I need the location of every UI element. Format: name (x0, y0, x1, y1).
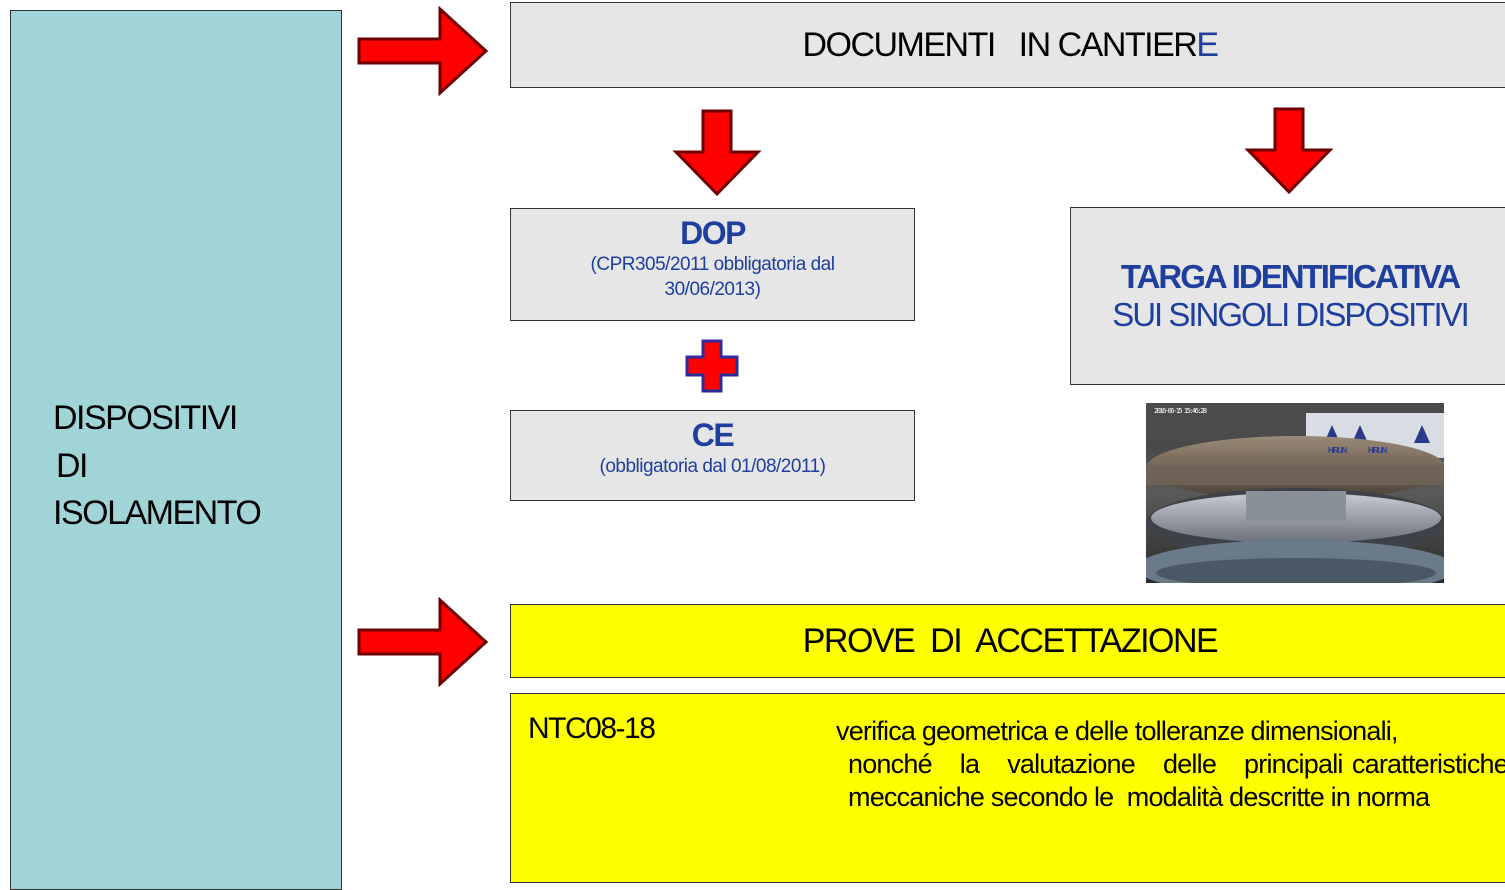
arrow-right-bottom-icon (357, 597, 489, 687)
dop-box: DOP (CPR305/2011 obbligatoria dal 30/06/… (510, 208, 915, 321)
photo-timestamp: 2016-06-15 15:46:28 (1154, 407, 1207, 415)
ntc-box: NTC08-18 verifica geometrica e delle tol… (510, 693, 1505, 883)
plate-subtitle: SUI SINGOLI DISPOSITIVI (1112, 296, 1470, 333)
photo-brand-2: HIRUN (1368, 446, 1388, 455)
acceptance-tests-box: PROVE DI ACCETTAZIONE (510, 604, 1505, 678)
left-line-2: DI (56, 446, 89, 485)
ntc-label: NTC08-18 (528, 712, 656, 745)
arrow-down-right-icon (1244, 107, 1334, 195)
documents-title: DOCUMENTI IN CANTIER (802, 25, 1197, 64)
ce-title: CE (691, 417, 735, 453)
isolator-device-photo: 2016-06-15 15:46:28 HIRUN HIRUN (1146, 403, 1444, 583)
ce-box: CE (obbligatoria dal 01/08/2011) (510, 410, 915, 501)
acceptance-tests-title: PROVE DI ACCETTAZIONE (802, 621, 1219, 660)
ce-subtitle: (obbligatoria dal 01/08/2011) (599, 455, 827, 477)
dop-title: DOP (680, 215, 746, 251)
left-line-3: ISOLAMENTO (53, 494, 262, 533)
photo-brand-1: HIRUN (1328, 446, 1348, 455)
plus-icon (685, 339, 739, 393)
dop-subtitle-2: 30/06/2013) (664, 279, 761, 301)
left-line-1: DISPOSITIVI (53, 399, 238, 437)
plate-title: TARGA IDENTIFICATIVA (1120, 258, 1461, 295)
identification-plate-box: TARGA IDENTIFICATIVA SUI SINGOLI DISPOSI… (1070, 207, 1505, 385)
documents-title-accent: E (1196, 25, 1219, 64)
arrow-right-top-icon (357, 6, 489, 96)
ntc-description-line-1: verifica geometrica e delle tolleranze d… (836, 716, 1399, 746)
isolation-devices-box (10, 10, 342, 890)
dop-subtitle-1: (CPR305/2011 obbligatoria dal (590, 253, 835, 275)
ntc-description: verifica geometrica e delle tolleranze d… (836, 715, 1505, 814)
ntc-description-rest: nonché la valutazione delle principali c… (848, 748, 1505, 812)
arrow-down-left-icon (672, 109, 762, 197)
isolation-devices-label: DISPOSITIVI DI ISOLAMENTO (53, 395, 262, 538)
